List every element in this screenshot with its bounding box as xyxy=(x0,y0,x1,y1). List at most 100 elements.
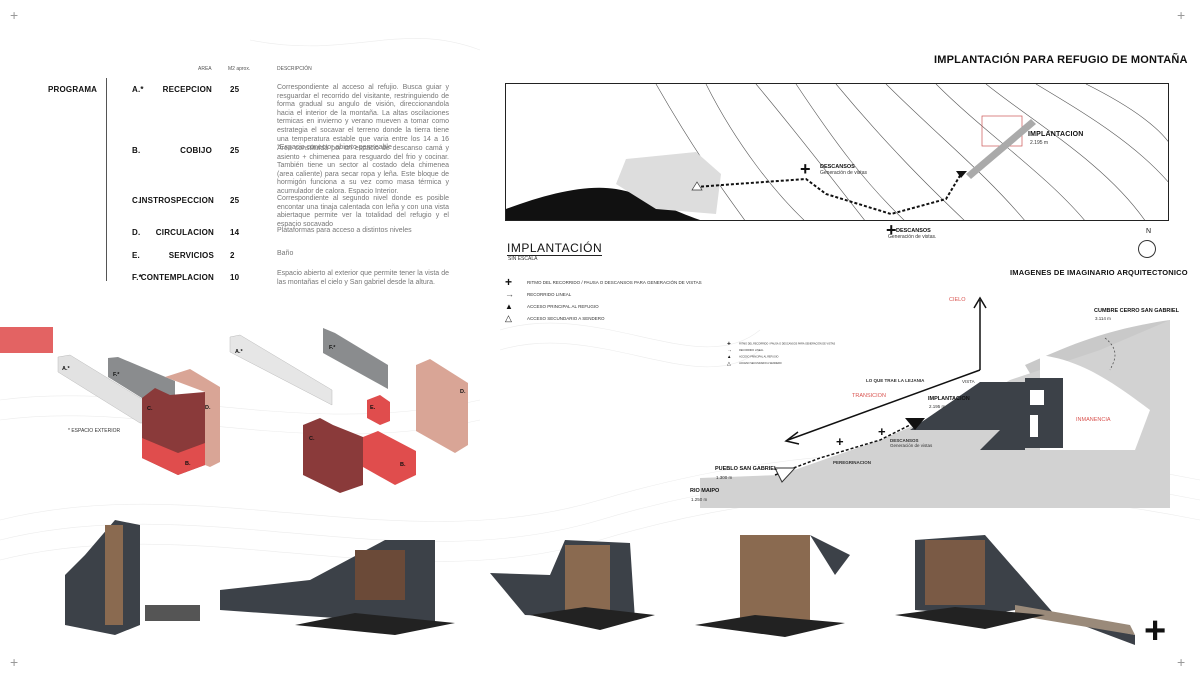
section-label-peregrinacion: PEREGRINACION xyxy=(833,460,872,465)
plus-icon: + xyxy=(886,220,897,240)
row-code: A.* xyxy=(132,85,144,94)
plus-icon: + xyxy=(727,339,731,348)
legend-item: + RITMO DEL RECORRIDO / PAUSA O DESCANSOS… xyxy=(505,275,702,289)
row-code: D. xyxy=(132,228,141,237)
plan-label-sub: Generación de vistas xyxy=(820,170,867,176)
assembled-axo xyxy=(57,354,220,475)
section-label-altitude: 1.300 m xyxy=(716,475,733,480)
render-view-1 xyxy=(65,520,200,635)
mountain-section xyxy=(700,296,1170,508)
arrow-icon: → xyxy=(727,347,732,353)
outline-triangle-icon: △ xyxy=(505,312,512,323)
render-views xyxy=(65,520,1135,645)
row-code: F.* xyxy=(132,273,142,282)
row-name: RECEPCION xyxy=(162,85,212,94)
section-label-rio: RIO MAIPO xyxy=(690,488,720,494)
row-description: Area constituida por un espacio de desca… xyxy=(277,145,449,195)
exploded-axo xyxy=(229,328,468,493)
row-description: Plataformas para acceso a distintos nive… xyxy=(277,227,412,234)
header-area: AREA xyxy=(198,66,212,72)
crop-mark-icon: + xyxy=(1177,7,1186,23)
accent-tab xyxy=(0,327,53,353)
row-description: Baño xyxy=(277,250,294,257)
legend-text: ACCESO PRINCIPAL AL REFUGIO xyxy=(527,303,599,309)
row-description: Espacio abierto al exterior que permite … xyxy=(277,270,449,286)
section-label-cumbre: CUMBRE CERRO SAN GABRIEL xyxy=(1094,308,1179,314)
row-description: Correspondiente al segundo nivel donde e… xyxy=(277,195,449,228)
section-legend: + RITMO DEL RECORRIDO / PAUSA O DESCANSOS… xyxy=(727,339,892,366)
section-label-descansos: DESCANSOS xyxy=(890,438,919,443)
row-name: CIRCULACION xyxy=(155,228,214,237)
header-m2: M2 aprox. xyxy=(228,66,251,72)
axo-label-d: D. xyxy=(460,389,466,395)
outline-triangle-icon: △ xyxy=(727,360,731,366)
row-name: SERVICIOS xyxy=(168,251,214,260)
row-m2: 25 xyxy=(230,196,240,205)
plan-title: IMPLANTACIÓN xyxy=(507,241,603,256)
row-name: CONTEMPLACION xyxy=(140,273,214,282)
plus-icon: + xyxy=(878,424,886,439)
section-label-sub: Generación de vistas xyxy=(890,443,933,448)
legend-text: RECORRIDO LINEAL xyxy=(739,348,764,352)
legend-text: ACCESO PRINCIPAL AL REFUGIO xyxy=(739,355,779,358)
legend-text: RECORRIDO LINEAL xyxy=(527,291,572,297)
plan-label-descansos: DESCANSOS xyxy=(896,228,931,234)
plus-icon: + xyxy=(1144,610,1167,652)
legend: + RITMO DEL RECORRIDO / PAUSA O DESCANSOS… xyxy=(505,275,702,324)
axo-label-a: A.* xyxy=(62,366,70,372)
axo-label-c: C. xyxy=(147,406,153,412)
section-label-vista: VISTA xyxy=(962,379,975,384)
plus-icon: + xyxy=(505,275,513,289)
plan-label-altitude: 2.195 m xyxy=(1030,140,1049,146)
render-view-3 xyxy=(490,540,655,630)
plus-icon: + xyxy=(800,159,811,179)
row-code: B. xyxy=(132,146,141,155)
crop-mark-icon: + xyxy=(10,7,19,23)
filled-triangle-icon: ▲ xyxy=(505,301,513,311)
legend-item: △ ACCESO SECUNDARIO A SENDERO xyxy=(505,312,702,324)
legend-text: ACCESO SECUNDARIO A SENDERO xyxy=(527,315,605,321)
row-code: E. xyxy=(132,251,140,260)
render-view-4 xyxy=(695,535,850,637)
plan-label-implantacion: IMPLANTACION xyxy=(1028,131,1084,138)
axo-label-a: A.* xyxy=(235,349,243,355)
crop-mark-icon: + xyxy=(1177,654,1186,670)
render-view-5 xyxy=(895,535,1135,645)
plan-label-descansos: DESCANSOS xyxy=(820,164,855,170)
row-m2: 14 xyxy=(230,228,240,237)
legend-item: →RECORRIDO LINEAL xyxy=(505,288,702,300)
axo-label-b: B. xyxy=(185,461,191,467)
row-m2: 2 xyxy=(230,251,235,260)
axo-label-c: C. xyxy=(309,436,315,442)
north-arrow-icon xyxy=(1138,240,1156,258)
legend-text: RITMO DEL RECORRIDO / PAUSA O DESCANSOS … xyxy=(739,341,836,345)
filled-triangle-icon: ▲ xyxy=(727,354,732,359)
axo-label-f: F.* xyxy=(113,372,120,378)
section-label-altitude: 3.114 m xyxy=(1095,316,1111,321)
legend-text: RITMO DEL RECORRIDO / PAUSA O DESCANSOS … xyxy=(527,279,702,285)
section-label-lejania: LO QUE TRAE LA LEJANIA xyxy=(866,378,925,383)
render-view-2 xyxy=(220,540,455,635)
header-description: DESCRIPCIÓN xyxy=(277,66,312,72)
crop-mark-icon: + xyxy=(10,654,19,670)
section-label-cielo: CIELO xyxy=(949,297,966,303)
axo-label-b: B. xyxy=(400,462,406,468)
axo-label-d: D. xyxy=(205,405,211,411)
section-label-implantacion: IMPLANTACION xyxy=(928,396,970,402)
axo-label-e: E. xyxy=(370,405,376,411)
page-title: IMPLANTACIÓN PARA REFUGIO DE MONTAÑA xyxy=(934,54,1188,66)
section-label-transicion: TRANSICION xyxy=(852,393,886,399)
row-description: Correspondiente al acceso al refujio. Bu… xyxy=(277,84,449,152)
program-label: PROGRAMA xyxy=(48,85,98,94)
exterior-note: * ESPACIO EXTERIOR xyxy=(68,428,121,434)
row-code: C. xyxy=(132,196,141,205)
row-name: INSTROSPECCION xyxy=(139,196,214,205)
row-m2: 25 xyxy=(230,85,240,94)
divider xyxy=(106,78,107,281)
row-m2: 10 xyxy=(230,273,240,282)
plus-icon: + xyxy=(836,434,844,449)
legend-text: ACCESO SECUNDARIO A SENDERO xyxy=(739,361,782,365)
plan-subtitle: SIN ESCALA xyxy=(508,256,538,262)
site-plan xyxy=(505,83,1169,221)
axonometric-diagrams xyxy=(57,328,468,493)
